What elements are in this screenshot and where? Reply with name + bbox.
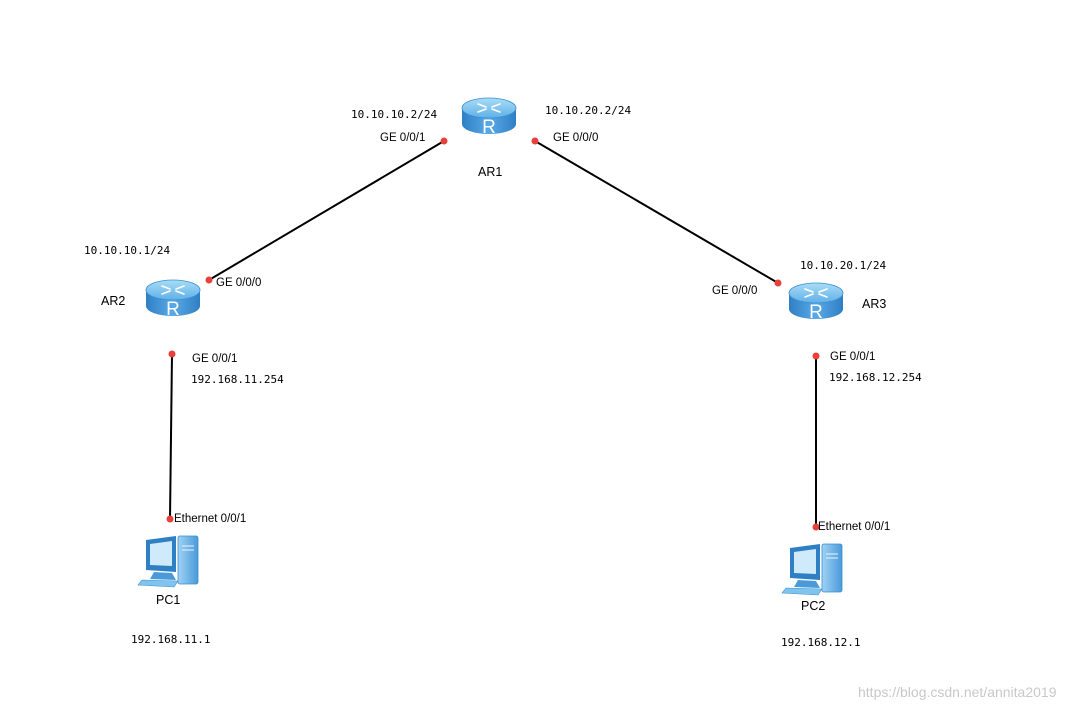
port-dot-ar1-g0 [531, 137, 539, 145]
port-dot-ar2-g0 [205, 276, 213, 284]
device-name-ar1: AR1 [478, 165, 503, 179]
ip-label-pc2: 192.168.12.1 [781, 636, 861, 649]
pc-pc2[interactable] [781, 543, 843, 596]
port-dot-ar3-g1 [812, 352, 820, 360]
port-label-ar3-g0: GE 0/0/0 [712, 285, 758, 297]
device-name-ar3: AR3 [862, 297, 887, 311]
port-dots [166, 137, 820, 531]
port-label-ar1-g1: GE 0/0/1 [380, 132, 426, 144]
pc-pc1[interactable] [137, 535, 199, 588]
device-name-pc1: PC1 [156, 593, 181, 607]
ip-label-pc1: 192.168.11.1 [131, 633, 211, 646]
watermark: https://blog.csdn.net/annita2019 [858, 684, 1057, 700]
links [169, 140, 817, 527]
port-label-ar3-g1: GE 0/0/1 [830, 351, 876, 363]
link-ar1-ar3 [534, 140, 779, 284]
port-dot-ar2-g1 [168, 350, 176, 358]
ip-label-ar3-g0: 10.10.20.1/24 [800, 259, 887, 272]
ip-label-ar2-g0: 10.10.10.1/24 [84, 244, 171, 257]
port-dot-pc2-eth [812, 523, 820, 531]
device-name-pc2: PC2 [801, 599, 826, 613]
port-label-ar2-g0: GE 0/0/0 [216, 277, 262, 289]
ip-label-ar1-g1: 10.10.10.2/24 [351, 108, 438, 121]
port-dot-ar3-g0 [774, 279, 782, 287]
port-label-pc2-eth: Ethernet 0/0/1 [818, 521, 891, 533]
port-dot-pc1-eth [166, 515, 174, 523]
router-ar3-glyph: R [809, 302, 823, 323]
link-ar1-ar2 [208, 140, 445, 281]
port-dot-ar1-g1 [440, 137, 448, 145]
router-ar2-glyph: R [166, 299, 180, 320]
ip-label-ar2-g1: 192.168.11.254 [191, 373, 284, 386]
ip-label-ar3-g1: 192.168.12.254 [829, 371, 922, 384]
port-label-pc1-eth: Ethernet 0/0/1 [174, 513, 247, 525]
port-label-ar2-g1: GE 0/0/1 [192, 353, 238, 365]
port-label-ar1-g0: GE 0/0/0 [553, 132, 599, 144]
device-name-ar2: AR2 [101, 294, 126, 308]
router-ar1-glyph: R [482, 117, 496, 138]
ip-label-ar1-g0: 10.10.20.2/24 [545, 104, 632, 117]
link-ar2-pc1 [169, 353, 173, 520]
